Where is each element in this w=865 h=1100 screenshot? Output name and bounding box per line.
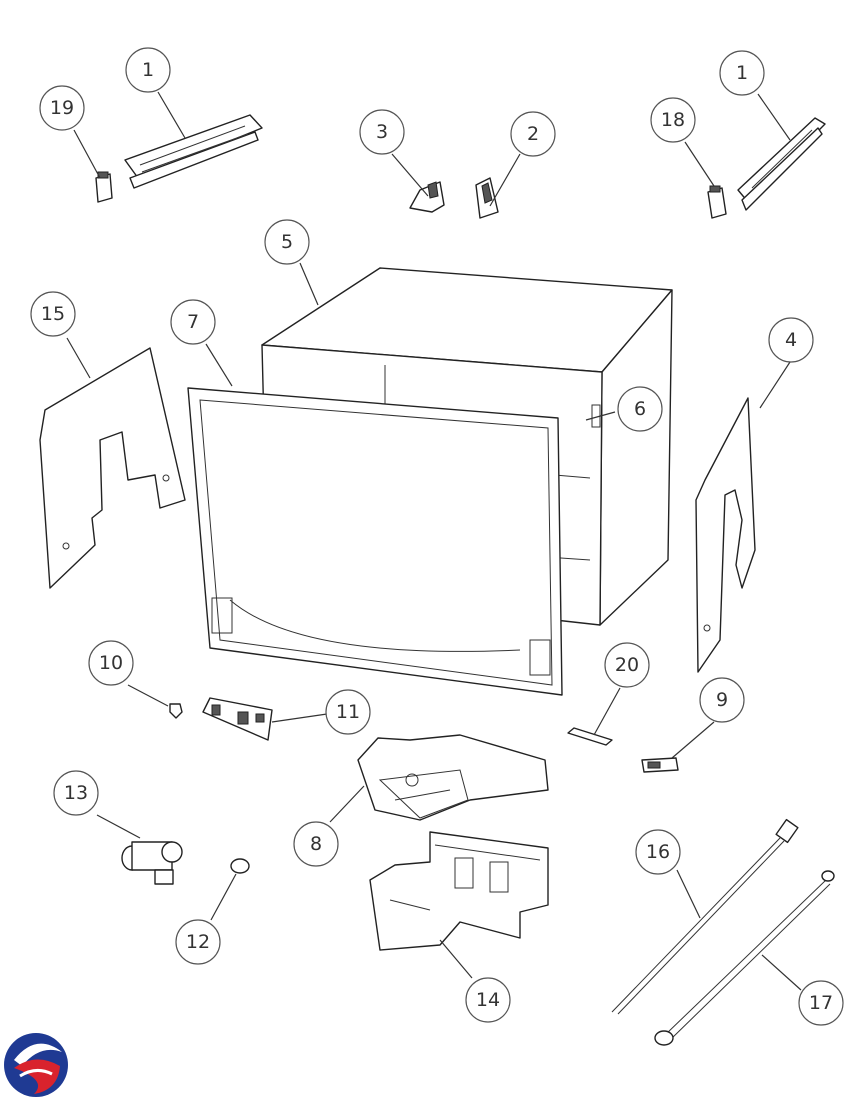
callout-17: 17	[798, 980, 844, 1026]
callout-label: 4	[785, 329, 797, 351]
callout-label: 1	[736, 62, 748, 84]
callout-label: 20	[615, 654, 639, 676]
callout-3: 3	[359, 109, 405, 155]
callout-2: 2	[510, 111, 556, 157]
callout-12: 12	[175, 919, 221, 965]
part-12-clip	[230, 858, 250, 874]
brand-logo	[4, 1033, 68, 1097]
callout-label: 6	[634, 398, 646, 420]
part-15-side-panel	[39, 347, 186, 589]
callout-10: 10	[88, 640, 134, 686]
part-7-frame	[187, 387, 563, 696]
callout-6: 6	[617, 386, 663, 432]
callout-16: 16	[635, 829, 681, 875]
callout-18: 18	[650, 97, 696, 143]
callout-label: 9	[716, 689, 728, 711]
callout-5: 5	[264, 219, 310, 265]
part-3-bracket	[409, 181, 445, 213]
callout-label: 3	[376, 121, 388, 143]
callout-20: 20	[604, 642, 650, 688]
callout-11: 11	[325, 689, 371, 735]
part-20-strip	[567, 727, 613, 746]
callout-4: 4	[768, 317, 814, 363]
callout-15: 15	[30, 291, 76, 337]
part-8-sump-housing	[357, 734, 549, 821]
part-1-right-rail	[737, 117, 826, 211]
callout-label: 15	[41, 303, 65, 325]
callout-1-right: 1	[719, 50, 765, 96]
part-14-base	[369, 831, 549, 951]
callout-label: 17	[809, 992, 833, 1014]
callout-1-left: 1	[125, 47, 171, 93]
callout-label: 2	[527, 123, 539, 145]
callout-label: 8	[310, 833, 322, 855]
callout-7: 7	[170, 299, 216, 345]
callout-label: 7	[187, 311, 199, 333]
callout-label: 5	[281, 231, 293, 253]
part-10-fastener	[169, 703, 183, 719]
part-9-switch	[641, 757, 679, 773]
callout-label: 14	[476, 989, 500, 1011]
part-17-cable	[654, 870, 835, 1046]
callout-14: 14	[465, 977, 511, 1023]
part-1-left-rail	[124, 114, 263, 189]
part-4-side-panel	[695, 397, 756, 673]
callout-label: 1	[142, 59, 154, 81]
part-13-inlet-valve	[121, 841, 183, 885]
callout-label: 11	[336, 701, 360, 723]
callout-9: 9	[699, 677, 745, 723]
part-11-control-board	[202, 697, 273, 741]
callout-8: 8	[293, 821, 339, 867]
callout-19: 19	[39, 85, 85, 131]
callout-label: 19	[50, 97, 74, 119]
callout-label: 16	[646, 841, 670, 863]
part-16-power-cord	[611, 818, 799, 1015]
part-19-clip	[95, 171, 113, 203]
callout-label: 10	[99, 652, 123, 674]
leader-lines	[66, 91, 802, 991]
callout-label: 12	[186, 931, 210, 953]
part-18-clip	[707, 185, 727, 219]
callout-label: 13	[64, 782, 88, 804]
part-2-bracket	[475, 177, 499, 219]
callout-13: 13	[53, 770, 99, 816]
callout-label: 18	[661, 109, 685, 131]
